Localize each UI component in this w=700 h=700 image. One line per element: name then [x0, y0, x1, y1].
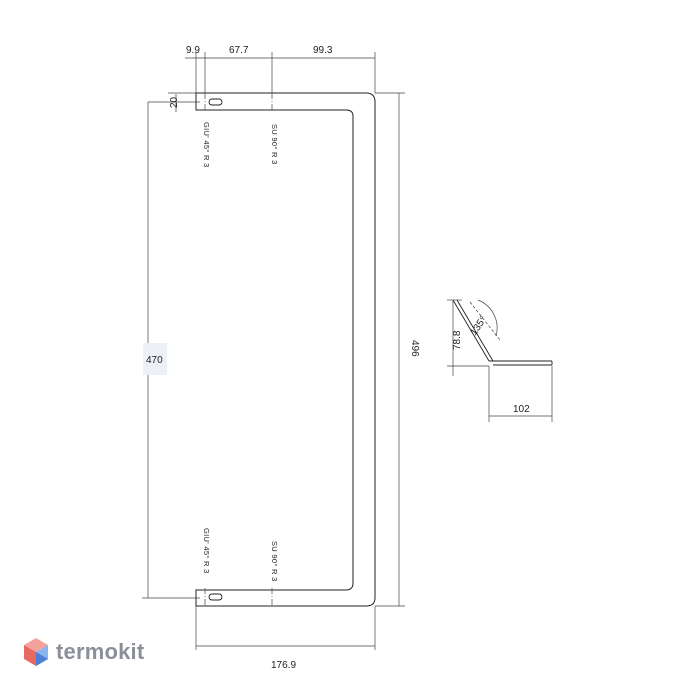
dim-20: 20	[169, 96, 180, 108]
top-dimension-lines	[185, 52, 376, 93]
profile-view	[452, 299, 553, 366]
brand-logo: termokit	[22, 632, 144, 672]
overall-height-dimension	[375, 92, 405, 607]
u-bar-outline	[195, 92, 376, 607]
dim-135-angle: 135°	[468, 314, 489, 337]
top-slot-hole	[208, 98, 223, 106]
dim-99-3: 99.3	[313, 45, 333, 56]
dim-9-9: 9.9	[186, 45, 200, 56]
bend-note-top-left: GIU' 45° R 3	[202, 122, 211, 168]
dim-67-7: 67.7	[229, 45, 249, 56]
bend-note-bottom-mid: SU 90° R 3	[270, 541, 279, 582]
dim-176-9: 176.9	[271, 660, 296, 671]
dim-496: 496	[409, 340, 420, 357]
dim-78-8: 78.8	[452, 330, 463, 350]
overall-width-dimension	[195, 606, 376, 650]
dim-470: 470	[146, 355, 163, 366]
bend-lines	[204, 93, 273, 606]
profile-dimensions	[447, 299, 553, 422]
brand-cube-icon	[24, 638, 48, 666]
dim-102: 102	[513, 404, 530, 415]
brand-name: termokit	[56, 639, 145, 664]
bend-note-bottom-left: GIU' 45° R 3	[202, 528, 211, 574]
hole-offset-dimension	[148, 92, 200, 112]
label-470-bg	[143, 343, 167, 375]
bend-note-top-mid: SU 90° R 3	[270, 124, 279, 165]
bottom-slot-hole	[208, 593, 223, 601]
